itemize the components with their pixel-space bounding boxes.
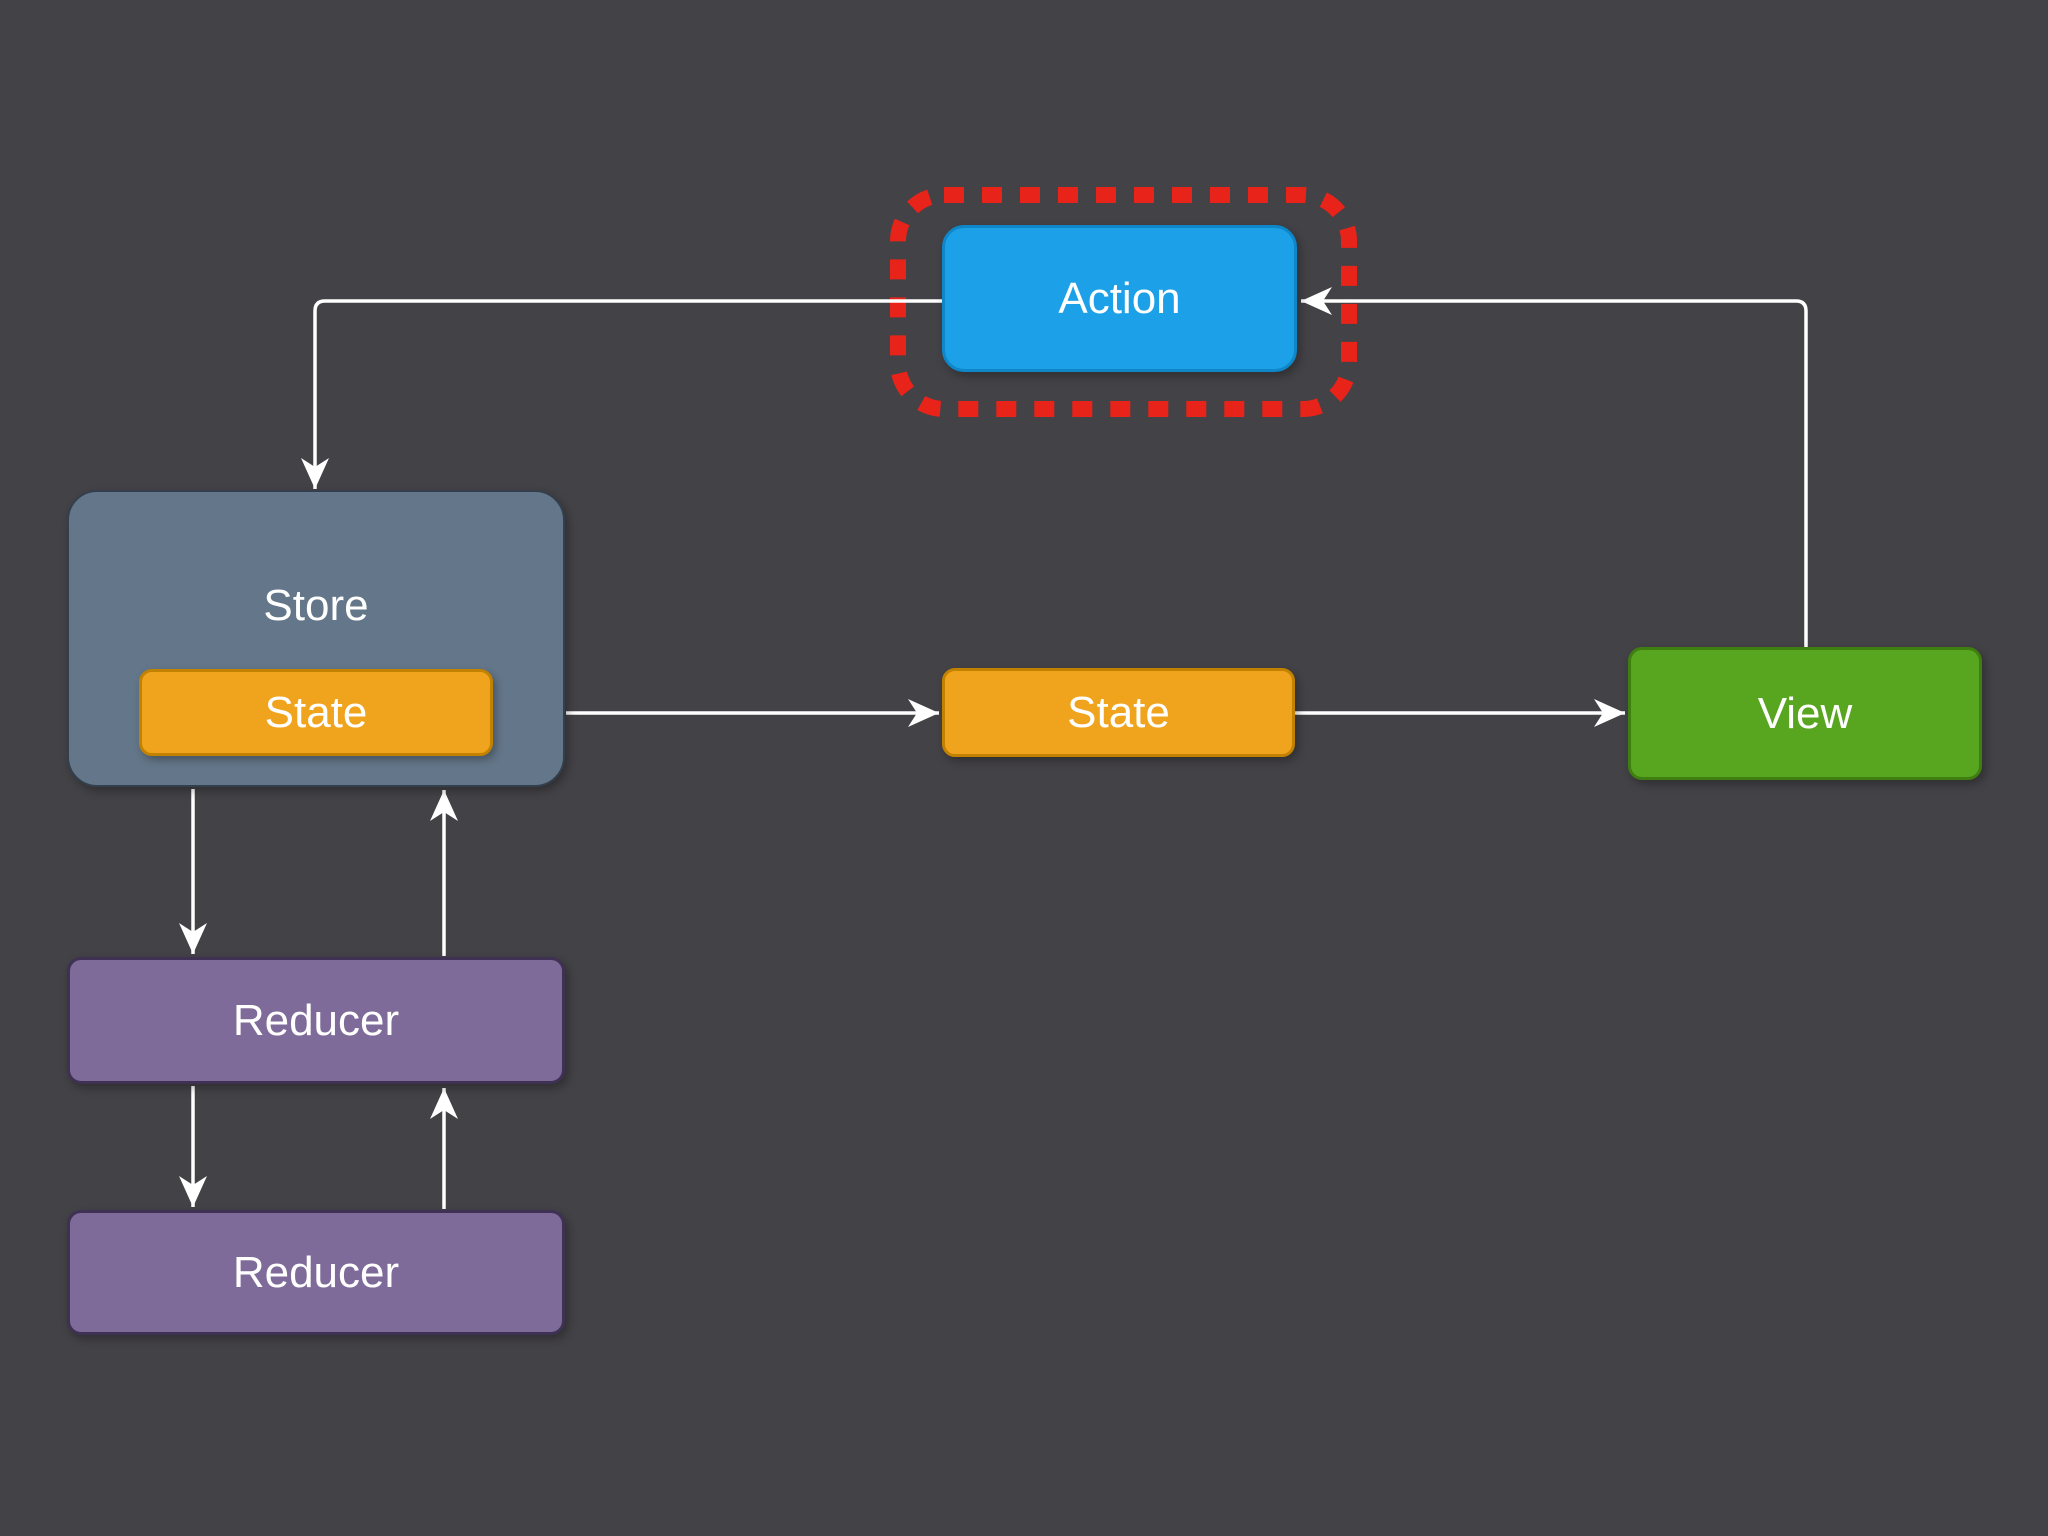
store-state-label: State: [264, 687, 368, 737]
node-action: Action: [942, 225, 1297, 372]
node-reducer-top: Reducer: [67, 957, 565, 1084]
node-store: Store State: [67, 490, 565, 787]
view-label: View: [1757, 688, 1853, 738]
node-view: View: [1628, 647, 1982, 780]
node-reducer-bottom: Reducer: [67, 1210, 565, 1335]
node-store-state: State: [139, 669, 493, 756]
node-state: State: [942, 668, 1295, 757]
reducer-top-label: Reducer: [232, 995, 400, 1045]
reducer-bottom-label: Reducer: [232, 1247, 400, 1297]
state-label: State: [1067, 687, 1170, 737]
edge-view-to-action: [1301, 287, 1808, 647]
store-label: Store: [263, 581, 369, 630]
action-label: Action: [1058, 273, 1181, 323]
edge-action-to-store: [301, 299, 942, 489]
